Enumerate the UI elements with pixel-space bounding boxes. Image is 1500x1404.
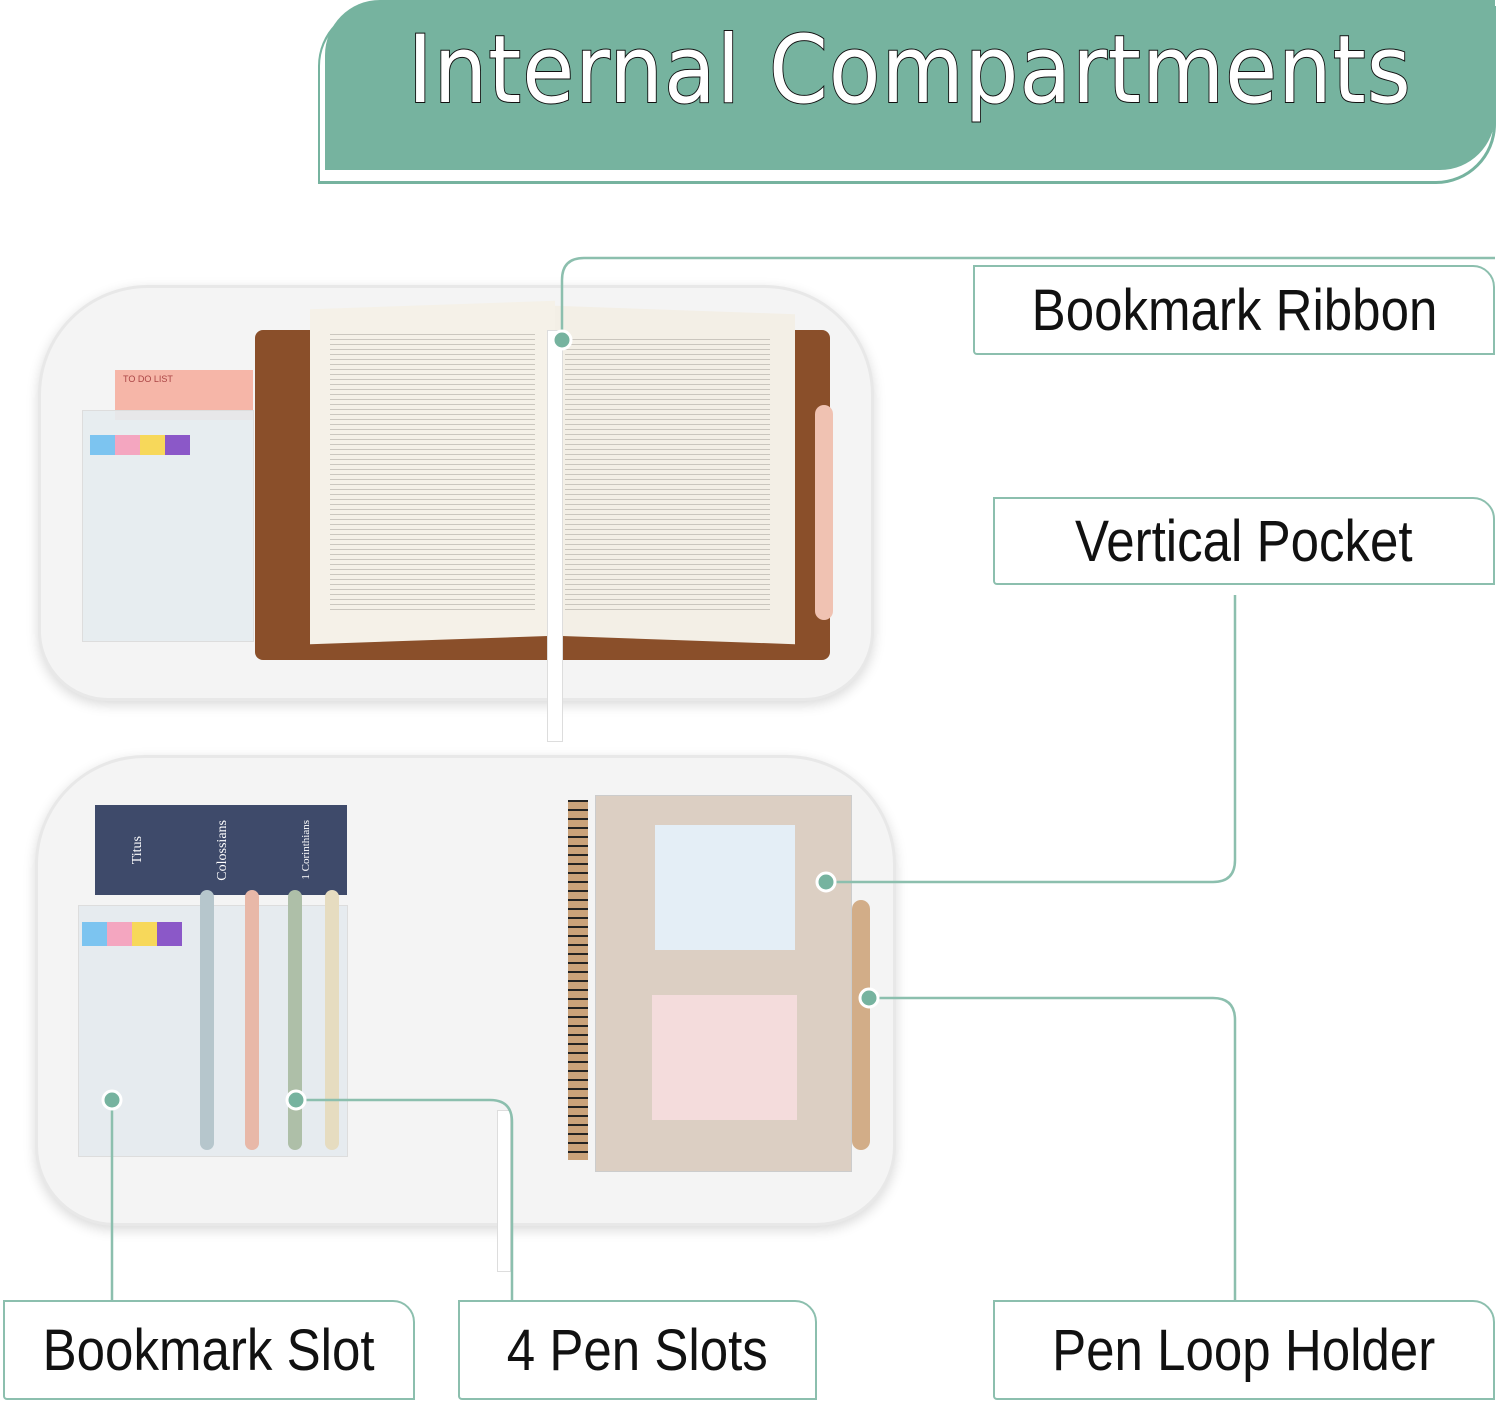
dot-bookmark-slot	[101, 1089, 123, 1111]
pen-1	[200, 890, 214, 1150]
callout-text: Bookmark Ribbon	[1031, 277, 1437, 343]
bookmark-sheet: Titus Colossians 1 Corinthians	[95, 805, 347, 895]
leader-bookmark-ribbon	[560, 256, 1495, 340]
callout-pen-loop-holder: Pen Loop Holder	[993, 1300, 1495, 1400]
pen-3	[288, 890, 302, 1150]
notebook-spiral	[568, 800, 588, 1160]
bookmark-ribbon	[547, 330, 563, 742]
pen-2	[245, 890, 259, 1150]
pen-pink	[815, 405, 833, 620]
leader-pen-slots	[296, 1098, 514, 1300]
dot-vertical-pocket	[815, 871, 837, 893]
ribbon-bottom	[497, 1110, 511, 1272]
callout-text: Pen Loop Holder	[1052, 1317, 1436, 1383]
pen-4	[325, 890, 339, 1150]
bible-text-left	[330, 330, 535, 610]
pen-loop-pen	[852, 900, 870, 1150]
callout-bookmark-ribbon: Bookmark Ribbon	[973, 265, 1495, 355]
todo-note-text: TO DO LIST	[123, 374, 173, 384]
sticky-tabs-bottom	[82, 922, 182, 946]
callout-text: Vertical Pocket	[1075, 508, 1413, 574]
leader-vertical-pocket	[826, 595, 1237, 884]
header-banner: Internal Compartments	[325, 0, 1495, 170]
dot-pen-slots	[285, 1089, 307, 1111]
callout-text: 4 Pen Slots	[506, 1317, 769, 1383]
callout-pen-slots: 4 Pen Slots	[458, 1300, 817, 1400]
sticky-note-blue	[655, 825, 795, 950]
leader-pen-loop	[869, 996, 1237, 1300]
bible-text-right	[565, 335, 770, 610]
sticky-note-pink	[652, 995, 797, 1120]
page-title: Internal Compartments	[407, 15, 1412, 126]
callout-vertical-pocket: Vertical Pocket	[993, 497, 1495, 585]
callout-text: Bookmark Slot	[43, 1317, 375, 1383]
dot-bookmark-ribbon	[551, 329, 573, 351]
dot-pen-loop	[858, 987, 880, 1009]
callout-bookmark-slot: Bookmark Slot	[3, 1300, 415, 1400]
sticky-tabs	[90, 435, 190, 455]
